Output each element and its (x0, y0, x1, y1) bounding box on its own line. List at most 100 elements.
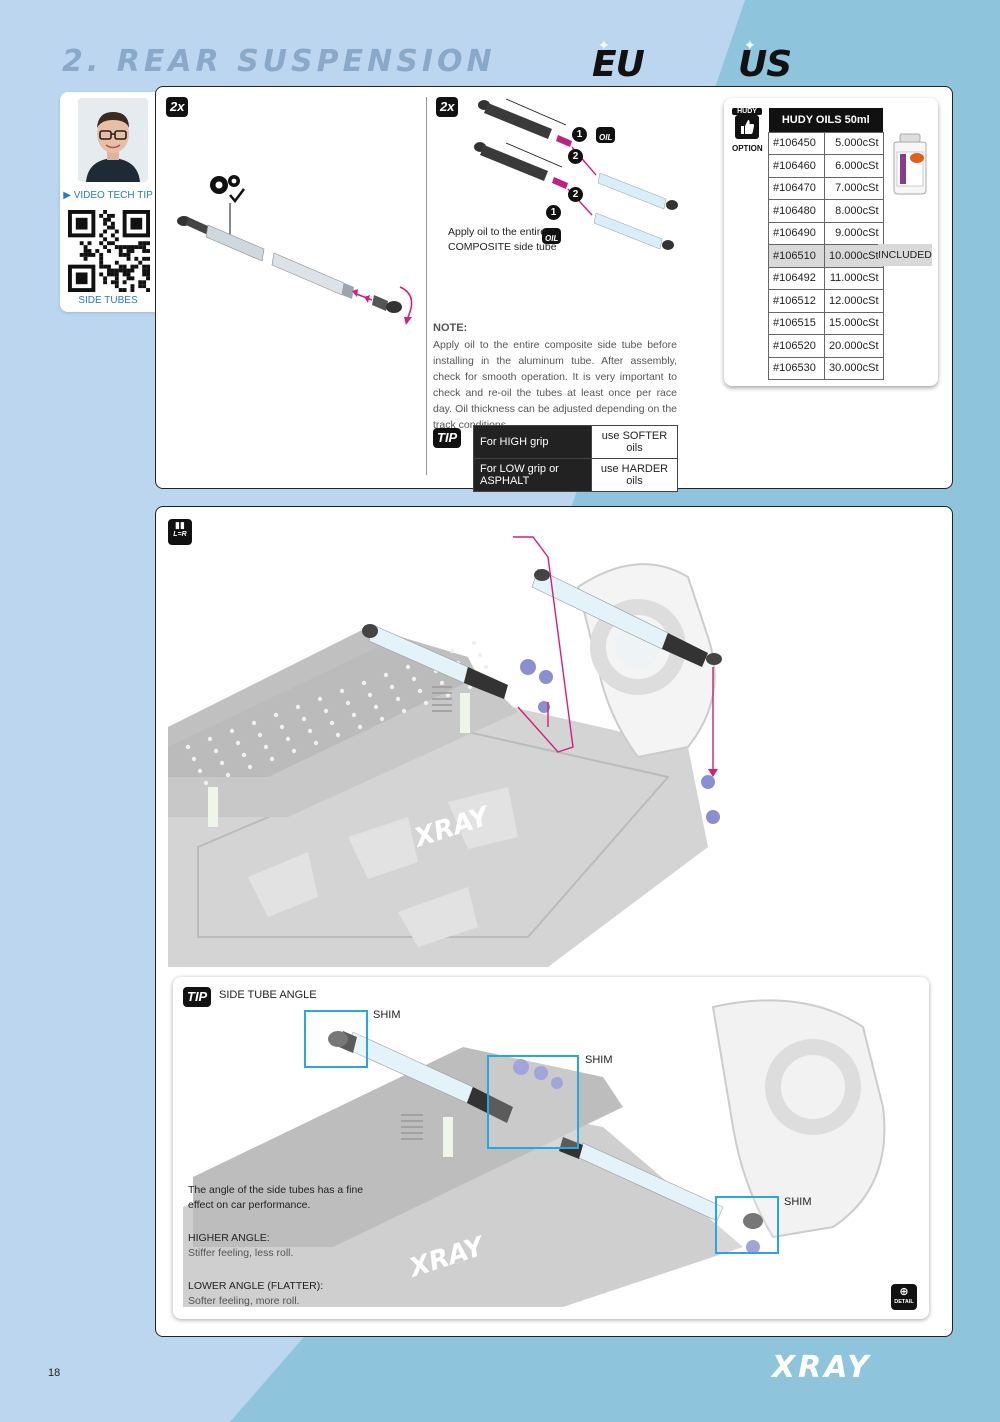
qr-code-icon[interactable] (68, 210, 150, 292)
option-badge: HUDY OPTION (732, 108, 763, 153)
step1-side-tube-drawing (177, 175, 413, 325)
oil-viscosity: 7.000cSt (824, 176, 884, 200)
thumbs-up-icon (735, 115, 759, 139)
side-tube-tip-badge: TIP (183, 987, 212, 1007)
apply-oil-line2: COMPOSITE side tube (448, 241, 557, 253)
oil-code: #106492 (768, 266, 825, 290)
xray-logo: XRAY (772, 1350, 872, 1385)
grip-tip-badge: TIP (433, 428, 462, 448)
step2-oiling-drawing (474, 98, 678, 250)
side-tube-angle-tip: TIP SIDE TUBE ANGLE XRAY SHIM SHIM SHIM … (173, 977, 929, 1319)
side-tube-angle-drawing: XRAY (183, 999, 886, 1307)
oil-code: #106490 (768, 221, 825, 245)
oil-viscosity: 6.000cSt (824, 154, 884, 178)
grip-tip-table: For HIGH grip use SOFTER oils For LOW gr… (473, 425, 678, 492)
detail-badge: ⊕ DETAIL (891, 1284, 917, 1310)
play-icon: ▶ (63, 190, 71, 201)
oil-icon-lower: OIL (542, 228, 562, 244)
oil-viscosity: 12.000cSt (824, 289, 884, 313)
region-logo-us: ✦ US (738, 38, 792, 85)
oil-code: #106512 (768, 289, 825, 313)
intro-line1: The angle of the side tubes has a fine (188, 1184, 364, 1196)
side-tube-tip-title: SIDE TUBE ANGLE (219, 989, 317, 1001)
page-number: 18 (48, 1367, 61, 1379)
oil-table-title: HUDY OILS 50ml (768, 108, 884, 132)
oil-viscosity: 8.000cSt (824, 199, 884, 223)
callout-2-lower: 2 (568, 187, 583, 202)
oil-code: #106520 (768, 334, 825, 358)
rod-end-right (372, 286, 413, 325)
shim-label-right: SHIM (784, 1196, 812, 1208)
oil-code: #106510 (768, 244, 825, 268)
higher-angle-desc: Stiffer feeling, less roll. (188, 1247, 294, 1259)
callout-1-upper: 1 (572, 127, 587, 142)
tech-tip-topic: SIDE TUBES (78, 295, 138, 306)
video-tech-tip-label: ▶ VIDEO TECH TIP (60, 190, 156, 201)
oil-code: #106480 (768, 199, 825, 223)
video-tech-tip-text: VIDEO TECH TIP (73, 190, 153, 201)
lower-angle-title: LOWER ANGLE (FLATTER): (188, 1280, 324, 1292)
page-title: 2. REAR SUSPENSION (62, 44, 496, 79)
callout-2-upper: 2 (568, 149, 583, 164)
callout-1-lower: 1 (546, 205, 561, 220)
oil-code: #106450 (768, 131, 825, 155)
rod-end-left (177, 216, 210, 235)
grip-tip-row: For HIGH grip use SOFTER oils (473, 425, 678, 459)
presenter-portrait-icon (78, 98, 148, 182)
grease-gears-icon (210, 175, 245, 204)
detail-text: DETAIL (894, 1299, 914, 1305)
note-body: Apply oil to the entire composite side t… (433, 339, 677, 431)
shim-highlight-right (715, 1196, 779, 1254)
grip-condition: For HIGH grip (473, 425, 592, 459)
region-logo-eu: ✦ EU (592, 38, 645, 85)
apply-oil-line1: Apply oil to the entire (448, 226, 547, 238)
higher-angle-title: HIGHER ANGLE: (188, 1232, 270, 1244)
oil-viscosity: 9.000cSt (824, 221, 884, 245)
grip-condition: For LOW grip or ASPHALT (473, 458, 592, 492)
lower-angle-desc: Softer feeling, more roll. (188, 1295, 300, 1307)
shim-highlight-center (487, 1055, 579, 1149)
step1-quantity-badge: 2x (166, 97, 189, 117)
oil-code: #106470 (768, 176, 825, 200)
video-tech-tip-card[interactable]: ▶ VIDEO TECH TIP SIDE TUBES (60, 92, 156, 312)
side-tube-intro: The angle of the side tubes has a fine e… (188, 1183, 363, 1213)
oil-viscosity: 20.000cSt (824, 334, 884, 358)
option-label: OPTION (732, 144, 763, 153)
intro-line2: effect on car performance. (188, 1199, 311, 1211)
symmetry-text: L=R (173, 531, 187, 538)
region-us-text: US (738, 44, 792, 85)
oil-viscosity: 5.000cSt (824, 131, 884, 155)
step-divider (426, 97, 427, 475)
oil-viscosity: 15.000cSt (824, 311, 884, 335)
apply-oil-instruction: Apply oil to the entire COMPOSITE side t… (448, 225, 557, 255)
included-label: INCLUDED (878, 244, 932, 266)
tube-pair-upper (478, 100, 678, 210)
shim-highlight-left (304, 1010, 368, 1068)
oil-code: #106460 (768, 154, 825, 178)
grip-advice: use SOFTER oils (591, 425, 678, 459)
oil-code: #106515 (768, 311, 825, 335)
oil-viscosity: 10.000cSt (824, 244, 884, 268)
shim-label-center: SHIM (585, 1054, 613, 1066)
oil-code: #106530 (768, 356, 825, 380)
oil-viscosity: 11.000cSt (824, 266, 884, 290)
note-title: NOTE: (433, 322, 468, 334)
step2-quantity-badge: 2x (436, 97, 459, 117)
chassis-assembly-drawing: XRAY (168, 536, 722, 967)
oil-bottle-icon (893, 133, 927, 195)
tube-pair-lower (474, 142, 674, 250)
presenter-avatar (78, 98, 148, 182)
shim-label-left: SHIM (373, 1009, 401, 1021)
